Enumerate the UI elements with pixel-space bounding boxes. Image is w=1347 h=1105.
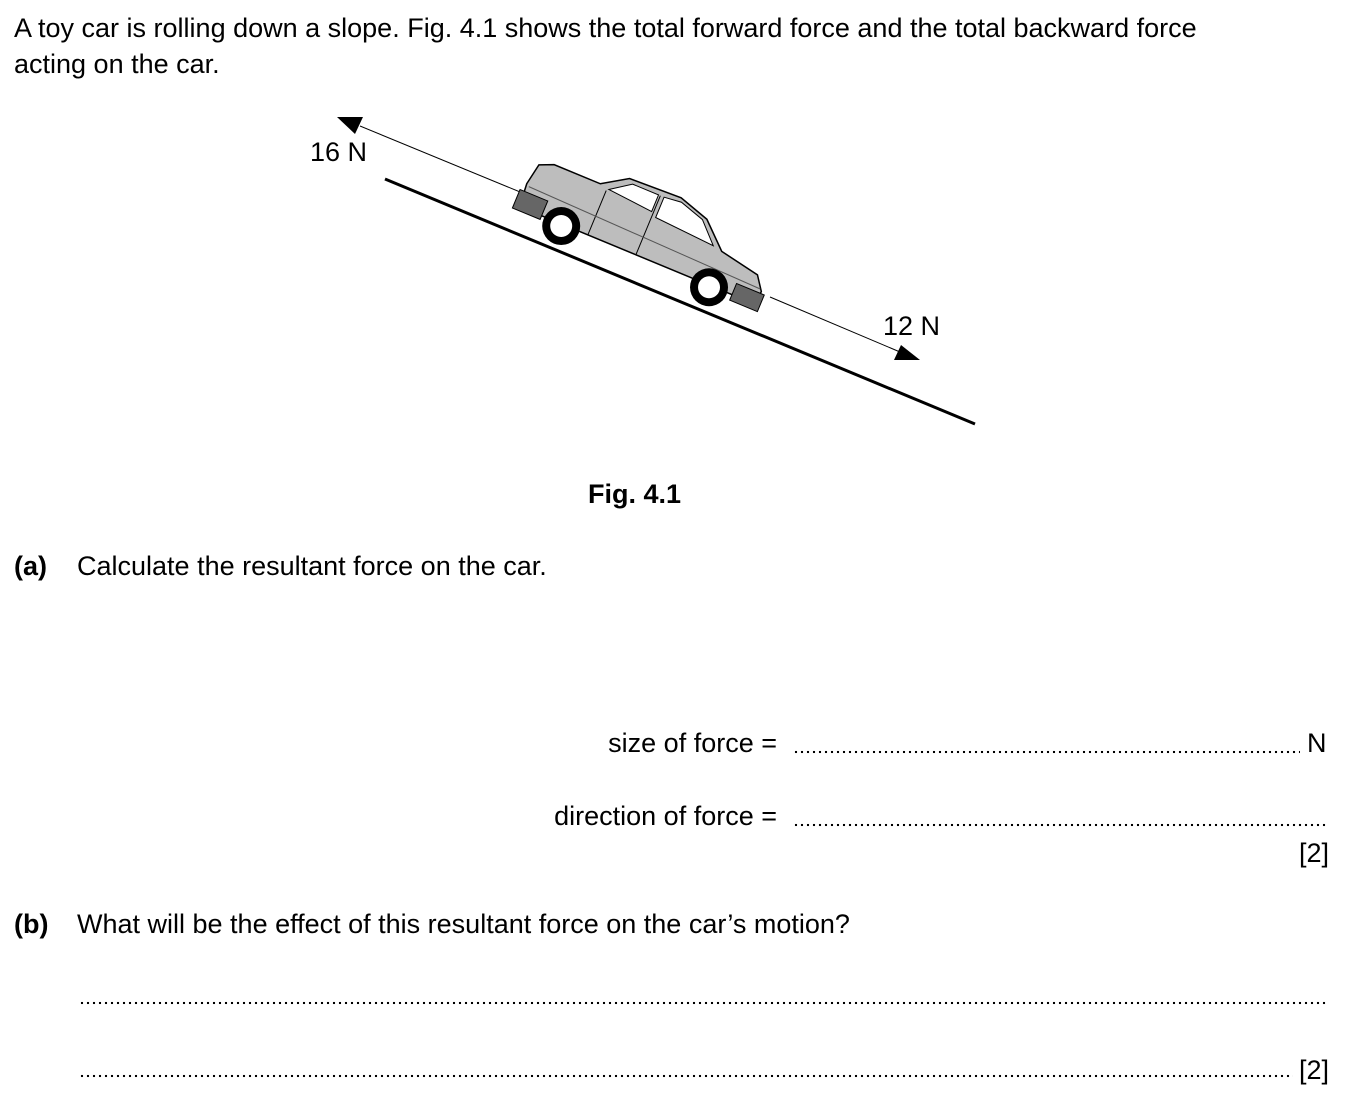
size-unit: N xyxy=(1307,728,1327,758)
part-b-answer-line-2[interactable] xyxy=(79,1074,1293,1078)
part-b-question: What will be the effect of this resultan… xyxy=(77,909,850,939)
figure-4-1 xyxy=(337,117,976,426)
part-a-question: Calculate the resultant force on the car… xyxy=(77,551,547,581)
size-of-force-answer-line[interactable] xyxy=(793,750,1300,754)
part-b-label: (b) xyxy=(14,909,49,939)
part-b-marks: [2] xyxy=(1298,1055,1329,1085)
forward-force-label: 12 N xyxy=(883,311,941,341)
part-a-label: (a) xyxy=(14,551,47,581)
figure-caption: Fig. 4.1 xyxy=(588,479,682,509)
backward-force-label: 16 N xyxy=(310,137,368,167)
car-image xyxy=(511,163,765,313)
size-of-force-label: size of force = xyxy=(608,728,777,758)
direction-of-force-answer-line[interactable] xyxy=(793,823,1327,827)
forward-force-arrow xyxy=(769,296,920,360)
slope-line xyxy=(384,177,976,426)
intro-line-2: acting on the car. xyxy=(14,49,220,79)
direction-of-force-label: direction of force = xyxy=(554,801,777,831)
part-b-answer-line-1[interactable] xyxy=(79,1001,1327,1005)
intro-line-1: A toy car is rolling down a slope. Fig. … xyxy=(14,13,1197,43)
backward-force-arrow xyxy=(337,117,526,195)
part-a-marks: [2] xyxy=(1298,838,1329,868)
